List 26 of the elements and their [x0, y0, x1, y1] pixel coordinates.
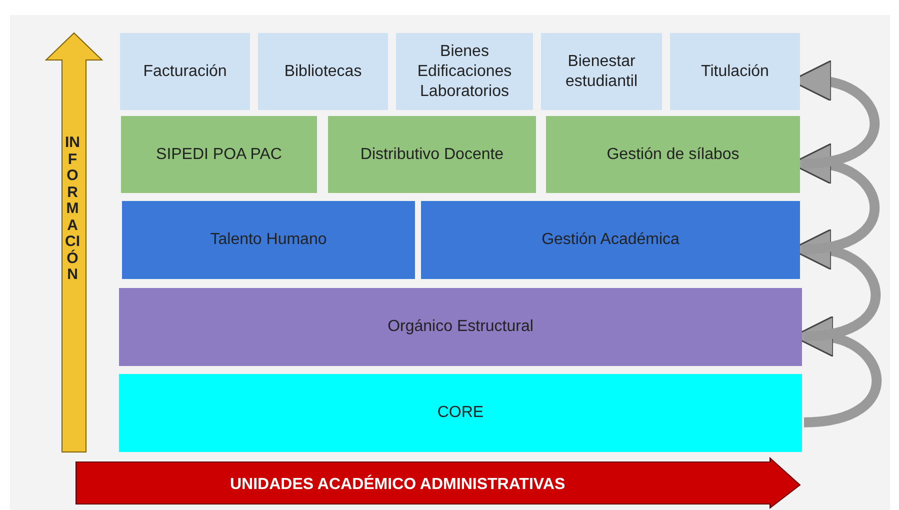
layer-box — [396, 33, 533, 110]
box-label: Gestión de sílabos — [606, 144, 740, 164]
layer-box — [421, 201, 800, 279]
layer-box — [670, 33, 800, 110]
box-label: Titulación — [700, 62, 770, 82]
box-label: Distributivo Docente — [359, 144, 505, 164]
box-label: SIPEDI POA PAC — [155, 144, 283, 164]
layer-box — [120, 33, 250, 110]
layer-box — [258, 33, 388, 110]
layer-box — [328, 116, 536, 193]
layer-box — [119, 374, 802, 452]
horizontal-axis-label: UNIDADES ACADÉMICO ADMINISTRATIVAS — [230, 476, 566, 494]
box-label: Bienes Edificaciones Laboratorios — [416, 42, 513, 102]
vertical-axis-label: INFORMACIÓN — [65, 135, 80, 284]
box-label: Orgánico Estructural — [386, 317, 534, 337]
box-label: Gestión Académica — [540, 230, 680, 250]
box-label: CORE — [436, 403, 485, 423]
layer-box — [541, 33, 662, 110]
box-label: Bienestar estudiantil — [564, 52, 639, 92]
layer-box — [121, 116, 317, 193]
box-label: Bibliotecas — [283, 62, 363, 82]
box-label: Talento Humano — [209, 230, 328, 250]
layer-box — [119, 288, 802, 366]
box-label: Facturación — [142, 62, 228, 82]
layer-box — [122, 201, 415, 279]
layer-box — [546, 116, 800, 193]
